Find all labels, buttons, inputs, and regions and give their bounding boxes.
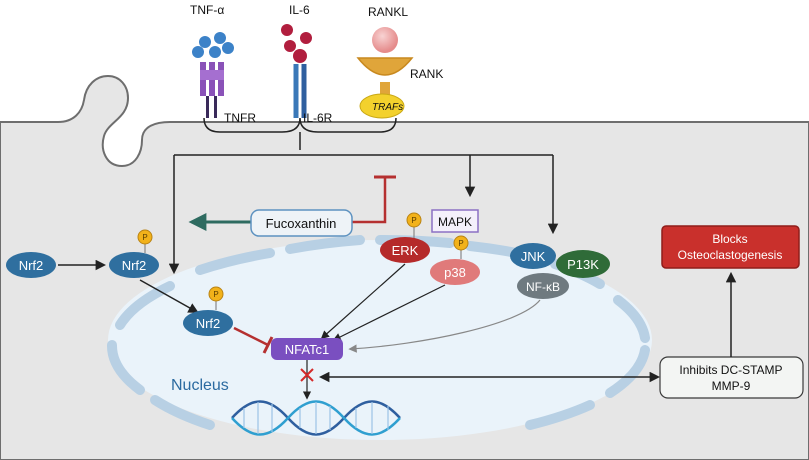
nrf2-translocation-arrow: [139, 279, 199, 314]
blocks-line2: Osteoclastogenesis: [678, 248, 783, 262]
rank-receptor: [356, 57, 414, 119]
trafs-label: TRAFs: [372, 102, 403, 113]
receptor-convergence-line: [203, 117, 397, 150]
jnk-label: JNK: [521, 249, 546, 264]
nrf2-phospho: [137, 229, 153, 245]
p38-node: [430, 259, 480, 285]
erk-to-nfatc1-arrow: [320, 263, 406, 340]
fucoxanthin-box: [250, 209, 353, 237]
nrf2-nuclear-label: Nrf2: [196, 316, 221, 331]
nfatc1-box: [271, 338, 343, 360]
erk-label: ERK: [392, 243, 419, 258]
nfkb-to-nfatc1-arrow: [348, 299, 541, 353]
dna-helix-icon: [231, 400, 401, 436]
nrf2-nuclear-node: [183, 310, 233, 336]
fucoxanthin-inhibition-line: [352, 177, 387, 224]
erk-node: [380, 237, 430, 263]
nrf2-phosphorylated-node: [109, 252, 159, 278]
il6r-label: IL-6R: [303, 111, 333, 125]
fucoxanthin-label: Fucoxanthin: [266, 216, 337, 231]
nuclear-envelope: [107, 234, 650, 430]
tnfr-receptor: [200, 62, 224, 118]
tnfr-label: TNFR: [224, 111, 256, 125]
il6-ligand: [281, 24, 312, 63]
il6-label: IL-6: [289, 3, 310, 17]
inhibits-line1: Inhibits DC-STAMP: [679, 363, 782, 377]
tnf-alpha-ligand: [192, 32, 234, 58]
erk-phospho: [406, 212, 422, 228]
tnf-label: TNF-α: [190, 3, 224, 17]
nucleus: [108, 240, 652, 440]
p13k-node: [556, 250, 610, 278]
nrf2-nuclear-phospho-label: P: [213, 290, 218, 299]
nfatc1-label: NFATc1: [285, 342, 330, 357]
nrf2-cytoplasmic-label: Nrf2: [19, 258, 44, 273]
nrf2-phosphorylated-label: Nrf2: [122, 258, 147, 273]
rankl-label: RANKL: [368, 5, 408, 19]
nrf2-cytoplasmic-node: [6, 252, 56, 278]
nrf2-phospho-label: P: [142, 233, 147, 242]
mapk-box: [431, 209, 479, 233]
nfkb-label: NF-κB: [526, 280, 560, 294]
p38-phospho: [453, 235, 469, 251]
il6r-receptor: [293, 64, 307, 118]
nucleus-label: Nucleus: [171, 377, 229, 394]
blocks-line1: Blocks: [712, 232, 747, 246]
rank-label: RANK: [410, 67, 443, 81]
p13k-label: P13K: [567, 257, 599, 272]
jnk-node: [510, 243, 556, 269]
blocks-box: [661, 225, 800, 269]
rankl-ligand: [372, 27, 398, 53]
mapk-label: MAPK: [438, 215, 472, 229]
nrf2-inhibition-bar: [262, 336, 274, 354]
p38-label: p38: [444, 265, 466, 280]
transcription-blocked-icon: [300, 368, 314, 382]
inhibits-line2: MMP-9: [712, 379, 751, 393]
nfkb-node: [517, 273, 569, 299]
p38-to-nfatc1-arrow: [332, 284, 446, 341]
nrf2-inhibition-line: [233, 326, 269, 347]
nrf2-nuclear-phospho: [208, 286, 224, 302]
p38-phospho-label: P: [458, 239, 463, 248]
erk-phospho-label: P: [411, 216, 416, 225]
